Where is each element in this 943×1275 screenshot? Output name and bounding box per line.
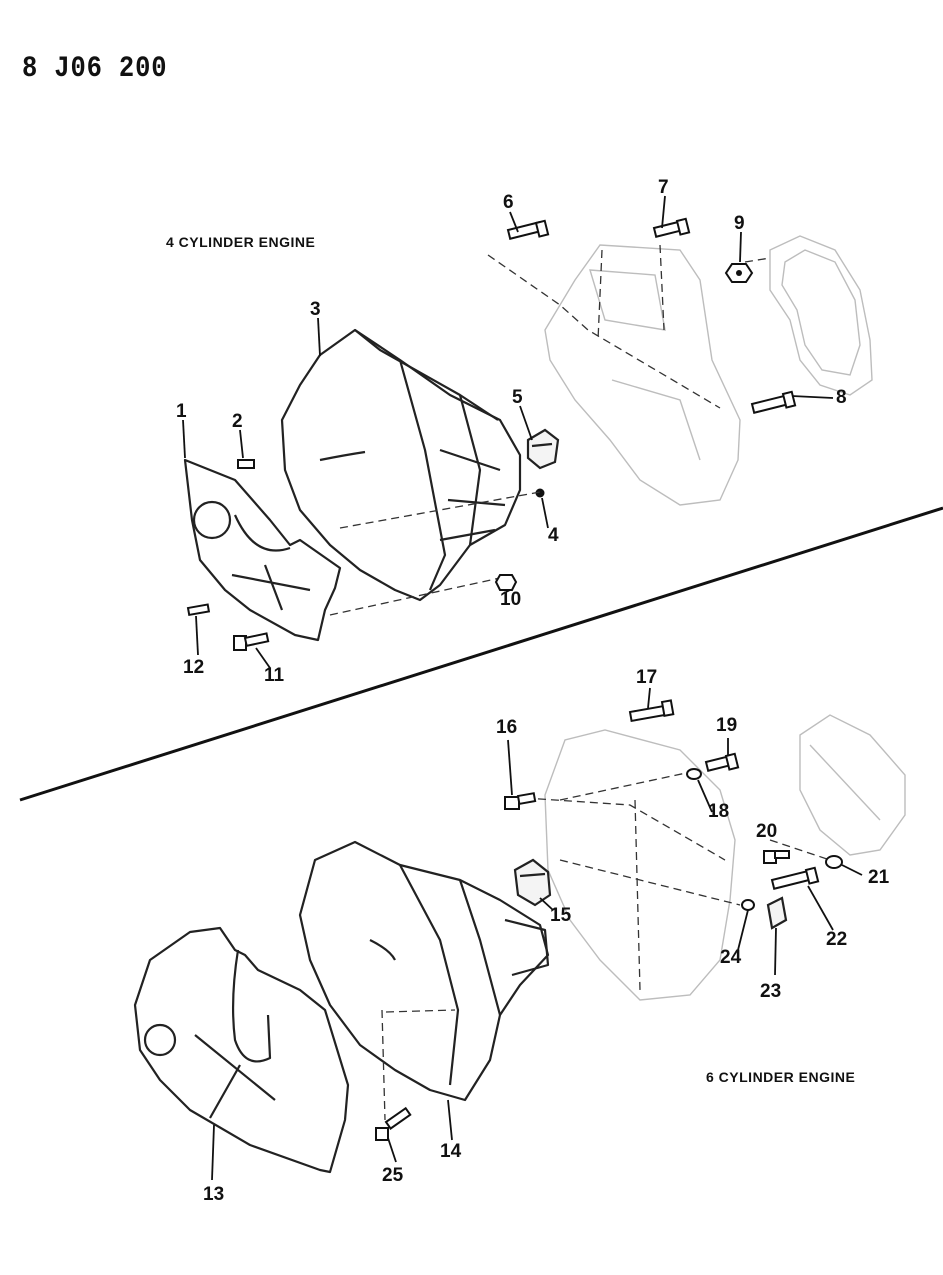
transmission-ghost-6cyl xyxy=(544,714,906,1001)
callout-11: 11 xyxy=(264,665,285,686)
section-divider xyxy=(19,506,943,802)
callout-7: 7 xyxy=(658,177,669,198)
nut-part-9 xyxy=(724,263,754,283)
section-label-4-cylinder: 4 CYLINDER ENGINE xyxy=(166,234,316,250)
seal-part-15 xyxy=(513,858,552,907)
callout-9: 9 xyxy=(734,213,745,234)
callout-19: 19 xyxy=(716,715,738,736)
leader-lines-6cyl xyxy=(211,687,863,1181)
bolt-part-8 xyxy=(750,390,797,414)
bolt-part-17 xyxy=(628,699,675,723)
dust-cover-6cyl xyxy=(133,926,350,1174)
washer-part-18 xyxy=(686,768,702,780)
bolt-part-11 xyxy=(233,632,270,651)
callout-22: 22 xyxy=(826,929,848,950)
bolt-part-20 xyxy=(763,850,790,864)
bellhousing-4cyl xyxy=(280,328,522,602)
callout-17: 17 xyxy=(636,667,658,688)
leader-lines-4cyl xyxy=(182,195,834,669)
washer-part-24 xyxy=(741,899,755,911)
transmission-ghost-4cyl xyxy=(544,244,741,506)
bolt-part-22 xyxy=(770,866,820,890)
callout-24: 24 xyxy=(720,947,742,968)
doc-code: 8 J06 200 xyxy=(22,52,168,86)
dust-cover-4cyl xyxy=(183,458,342,642)
callout-2: 2 xyxy=(232,411,243,432)
callout-14: 14 xyxy=(440,1141,462,1162)
dowel-part-4 xyxy=(535,488,545,498)
callout-6: 6 xyxy=(503,192,514,213)
section-label-6-cylinder: 6 CYLINDER ENGINE xyxy=(706,1069,856,1085)
nut-part-21 xyxy=(825,855,843,869)
callout-4: 4 xyxy=(548,525,559,546)
callout-16: 16 xyxy=(496,717,518,738)
bolt-part-19 xyxy=(704,752,740,772)
nut-part-10 xyxy=(494,574,518,591)
callout-25: 25 xyxy=(382,1165,404,1186)
bolt-part-2 xyxy=(237,459,255,469)
callout-10: 10 xyxy=(500,589,522,610)
callout-15: 15 xyxy=(550,905,572,926)
bolt-part-7 xyxy=(652,217,691,238)
callout-23: 23 xyxy=(760,981,782,1002)
clip-part-23 xyxy=(766,896,788,930)
bellhousing-6cyl xyxy=(298,840,550,1102)
callout-13: 13 xyxy=(203,1184,225,1205)
bolt-part-25 xyxy=(375,1106,412,1141)
callout-21: 21 xyxy=(868,867,890,888)
callout-1: 1 xyxy=(176,401,187,422)
callout-18: 18 xyxy=(708,801,730,822)
callout-5: 5 xyxy=(512,387,523,408)
callout-8: 8 xyxy=(836,387,847,408)
callout-12: 12 xyxy=(183,657,205,678)
seal-part-5 xyxy=(526,428,560,470)
callout-20: 20 xyxy=(756,821,778,842)
bolt-part-12 xyxy=(186,603,211,617)
callout-3: 3 xyxy=(310,299,321,320)
adapter-plate-ghost xyxy=(769,235,873,396)
bolt-part-16 xyxy=(504,792,537,810)
bolt-part-6 xyxy=(506,219,550,240)
